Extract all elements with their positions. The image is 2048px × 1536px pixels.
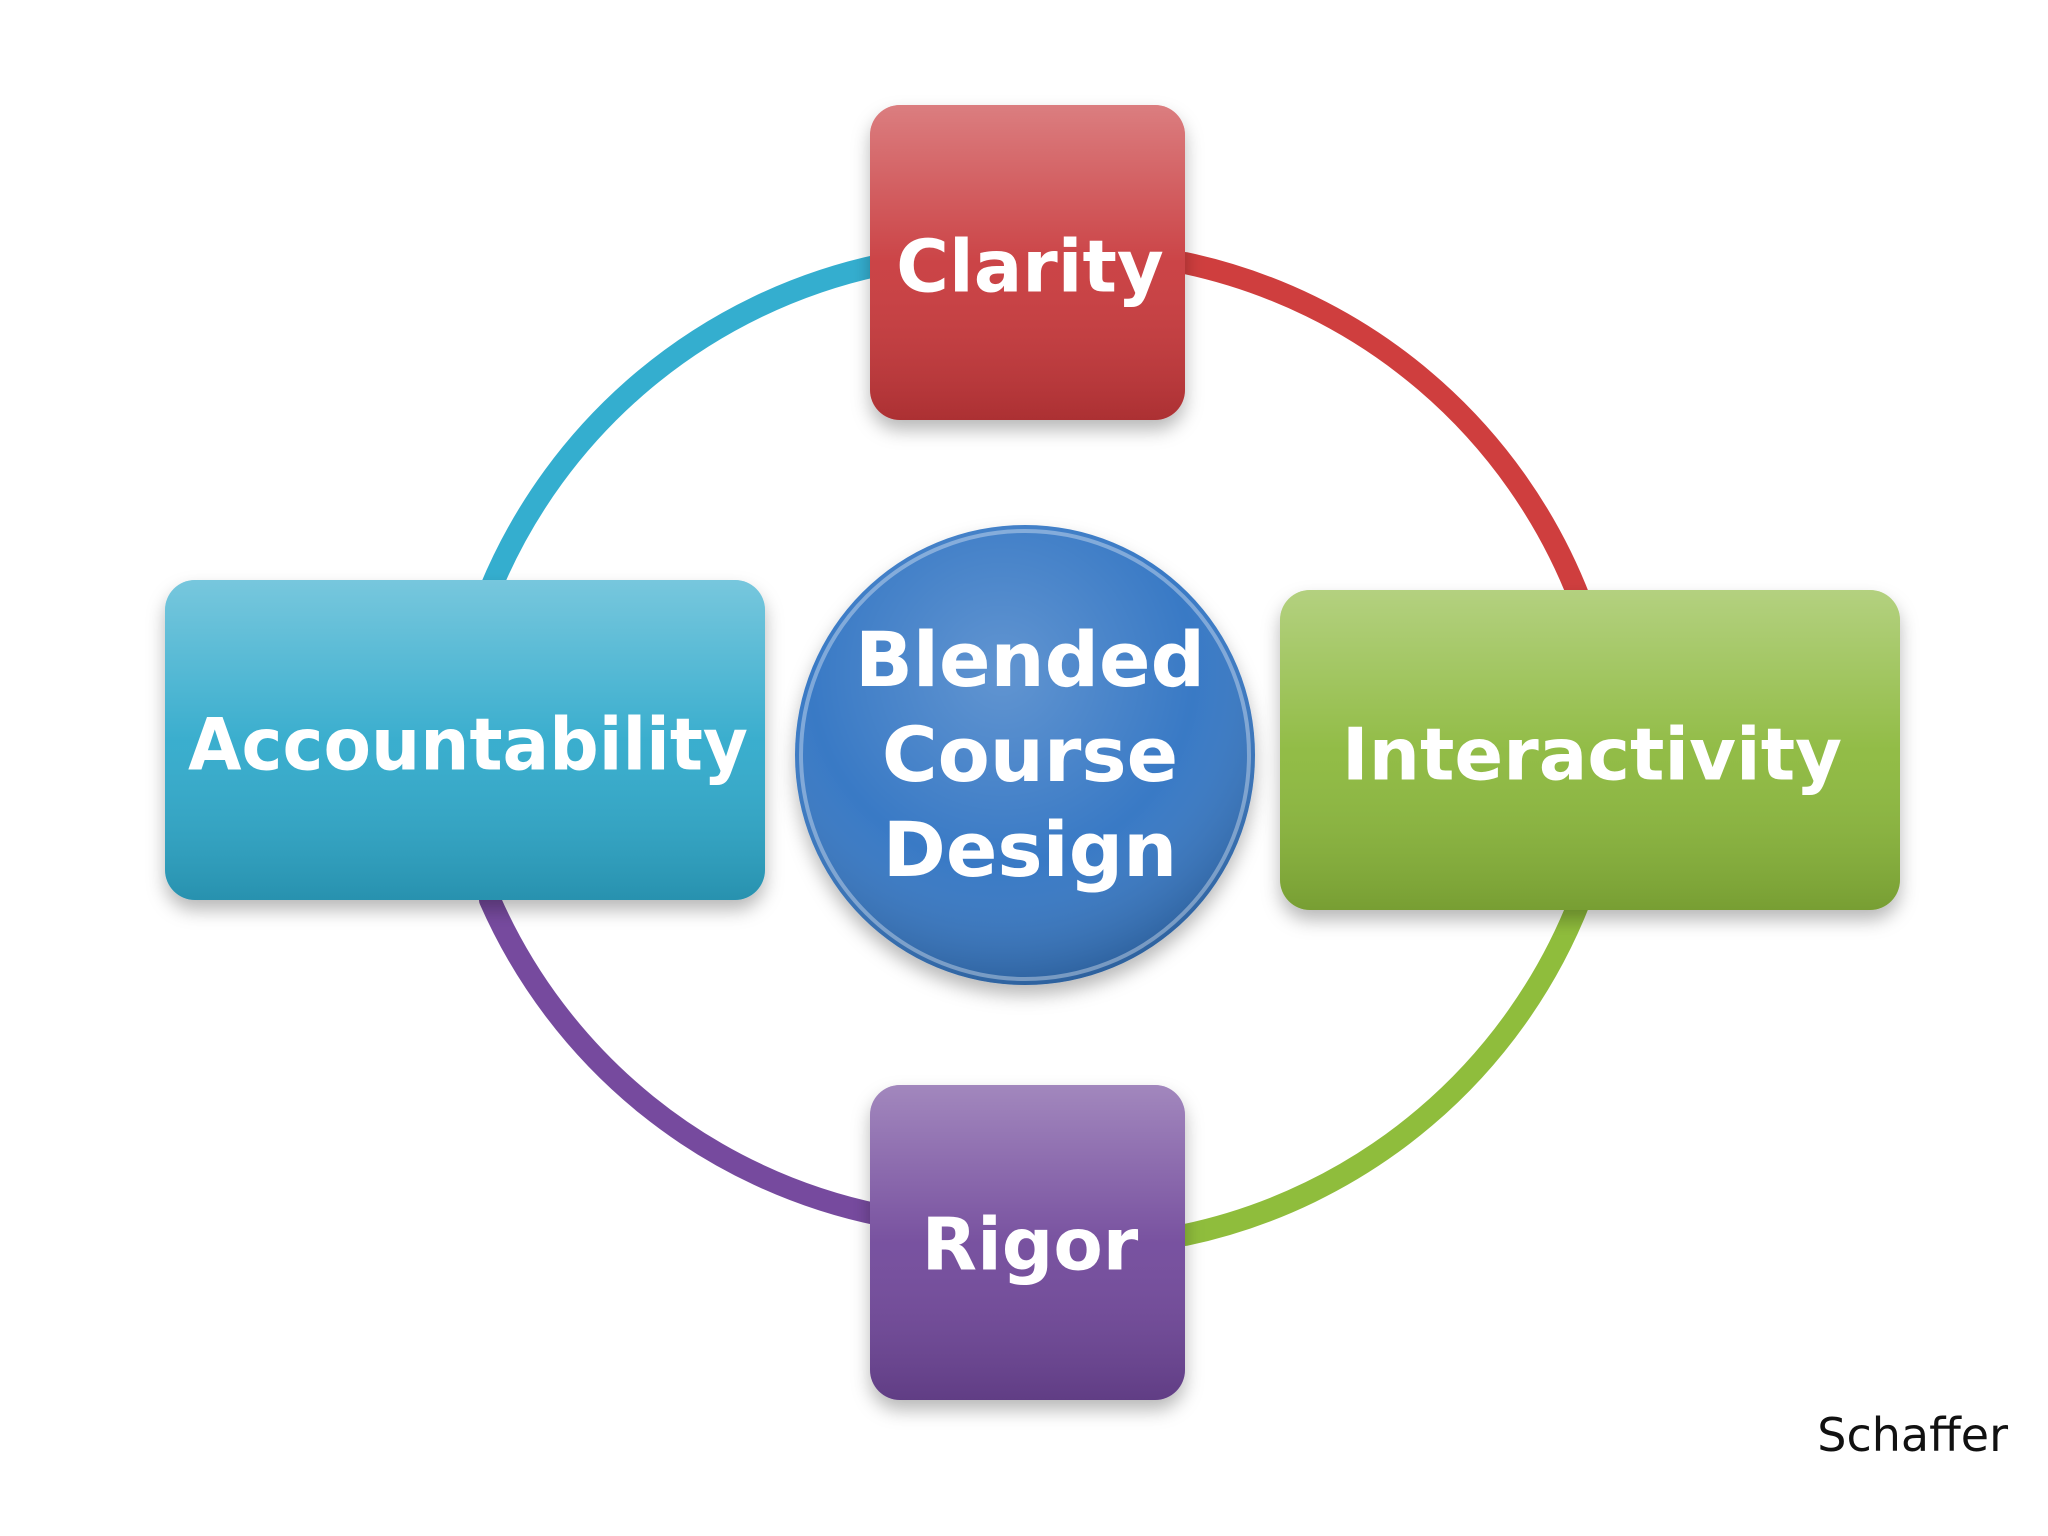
- center-label-line-1: Blended: [855, 615, 1205, 704]
- ring-arc-top-right: [1174, 252, 1591, 611]
- node-clarity: Clarity: [870, 105, 1185, 420]
- node-accountability-label: Accountability: [188, 703, 748, 787]
- attribution-text: Schaffer: [1817, 1408, 2008, 1462]
- node-clarity-gloss: [870, 105, 1185, 420]
- center-node: Blended Course Design: [795, 525, 1255, 985]
- node-rigor-gloss: [870, 1085, 1185, 1400]
- center-label-line-2: Course: [882, 710, 1178, 799]
- node-accountability: Accountability: [165, 580, 765, 900]
- center-label-line-3: Design: [883, 805, 1177, 894]
- center-gloss: [795, 525, 1255, 985]
- ring-arc-bottom-left: [479, 889, 891, 1226]
- node-rigor-label: Rigor: [922, 1203, 1139, 1287]
- ring-arc-bottom-right: [1174, 889, 1591, 1246]
- ring-arc-top-left: [479, 254, 891, 601]
- center-rim: [799, 529, 1251, 981]
- node-clarity-label: Clarity: [896, 225, 1164, 309]
- node-interactivity-label: Interactivity: [1342, 713, 1842, 797]
- node-rigor: Rigor: [870, 1085, 1185, 1400]
- node-accountability-gloss: [165, 580, 765, 900]
- node-interactivity-gloss: [1280, 590, 1900, 910]
- node-interactivity: Interactivity: [1280, 590, 1900, 910]
